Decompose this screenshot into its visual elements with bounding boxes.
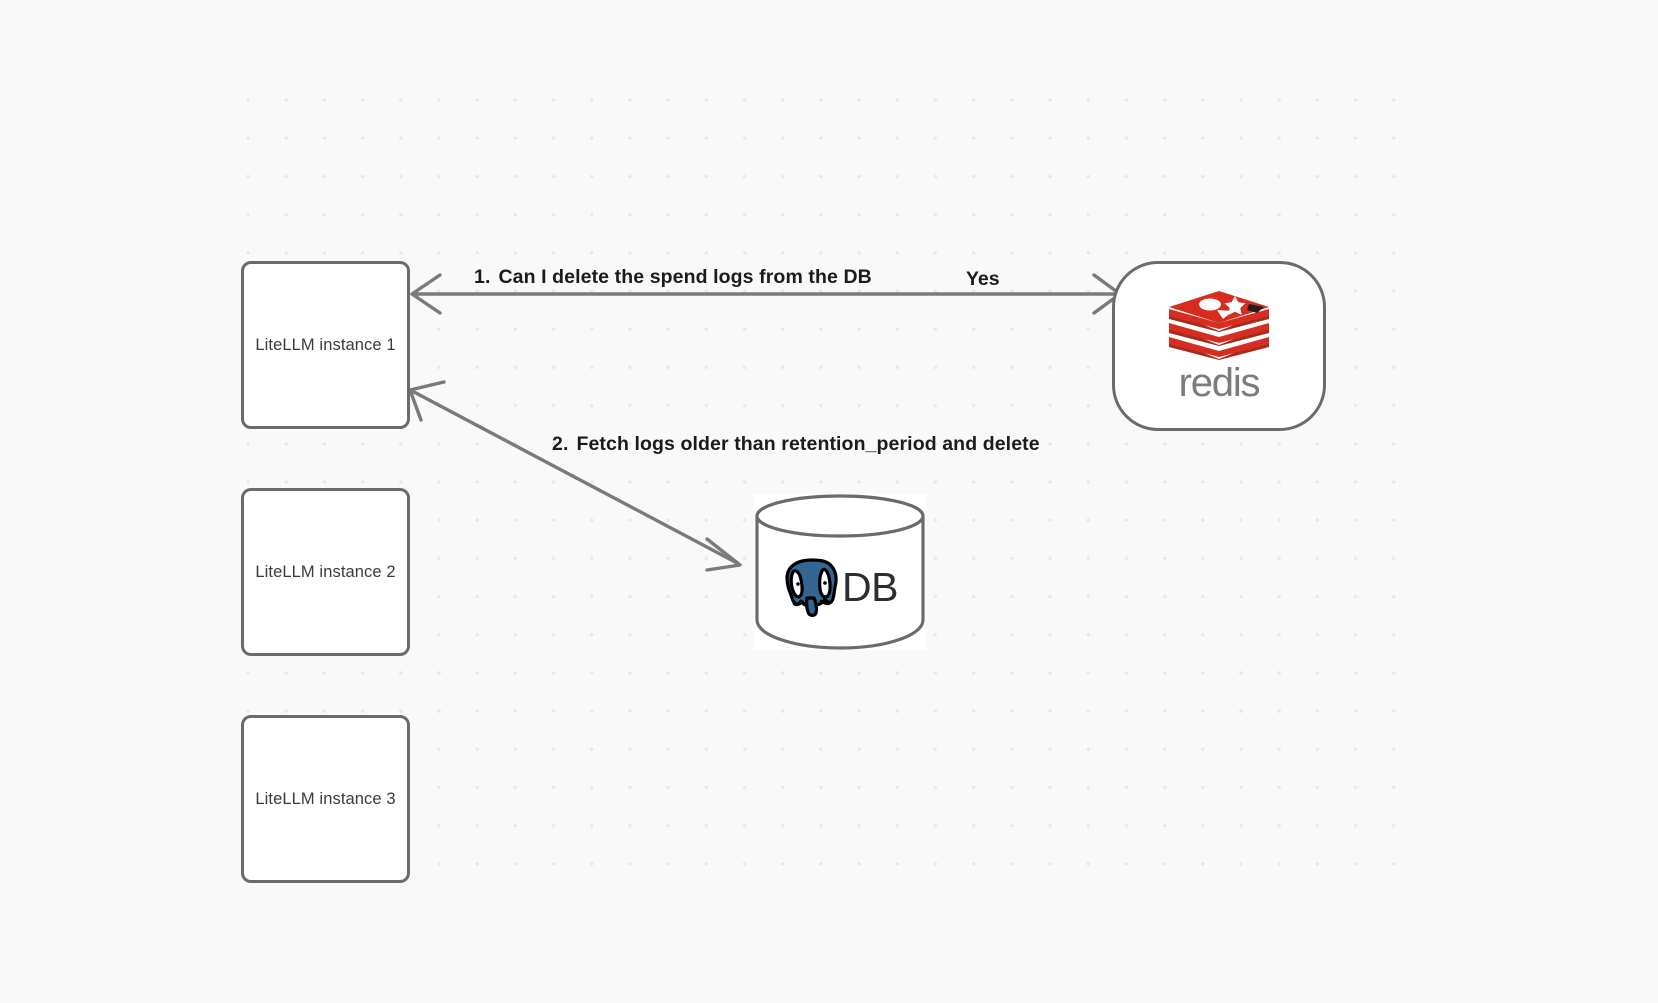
node-database[interactable]: DB [754,494,926,650]
redis-wordmark: redis [1178,361,1261,405]
node-redis[interactable]: redis [1112,261,1326,431]
edge-2-label: 2. Fetch logs older than retention_period… [552,433,1040,455]
edge-1-text: Can I delete the spend logs from the DB [498,266,872,288]
edge-1-number: 1. [474,266,491,288]
node-litellm-instance-2[interactable]: LiteLLM instance 2 [241,488,410,656]
db-logo-group: DB [754,548,926,626]
redis-logo-group: redis [1165,289,1273,403]
node-litellm-instance-1[interactable]: LiteLLM instance 1 [241,261,410,429]
edge-2-text: Fetch logs older than retention_period a… [576,433,1040,455]
redis-logo-icon [1169,291,1269,360]
edge-litellm1-db [408,380,742,572]
edge-1-label: 1. Can I delete the spend logs from the D… [474,266,872,288]
edge-1-reply-label: Yes [966,268,1000,290]
postgresql-elephant-icon [785,558,838,617]
cylinder-shape [755,494,925,650]
edge-2-number: 2. [552,433,569,455]
node-litellm-instance-2-label: LiteLLM instance 2 [255,562,396,581]
node-litellm-instance-1-label: LiteLLM instance 1 [255,335,396,354]
db-label: DB [842,563,898,610]
node-litellm-instance-3[interactable]: LiteLLM instance 3 [241,715,410,883]
node-litellm-instance-3-label: LiteLLM instance 3 [255,789,396,808]
